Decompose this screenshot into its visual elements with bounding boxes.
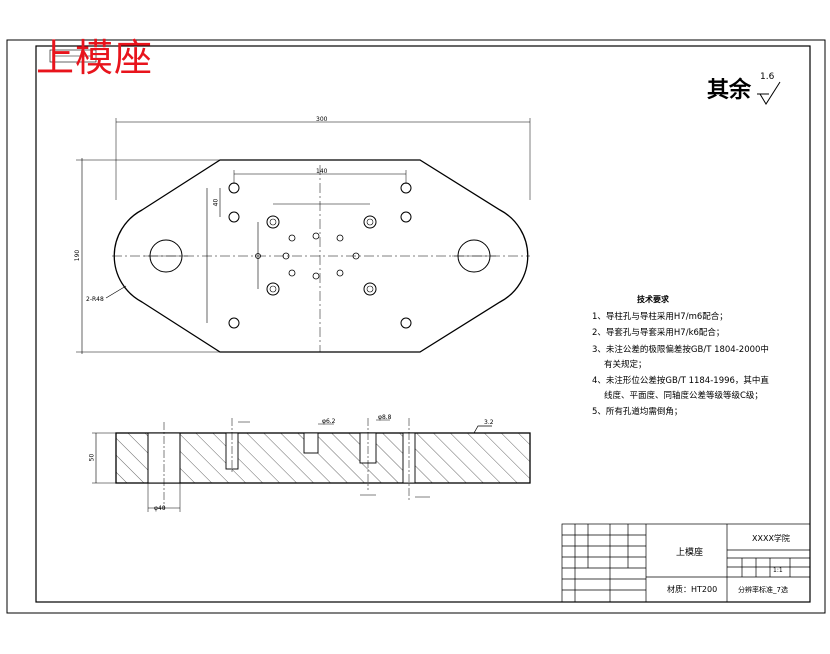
dim-thickness: 50: [88, 453, 96, 462]
tech-req-item: 3、未注公差的极限偏差按GB/T 1804-2000中: [592, 345, 769, 355]
dim-phi-small: φ6.2: [322, 418, 336, 425]
tech-req-item: 1、导柱孔与导柱采用H7/m6配合；: [592, 312, 728, 322]
section-body: [115, 432, 531, 484]
tech-req-item: 2、导套孔与导套采用H7/k6配合；: [592, 328, 725, 338]
part-title-red: 上模座: [36, 36, 154, 80]
dim-hole-pitch: 40: [212, 198, 220, 207]
plan-view: [76, 118, 531, 354]
tech-req-item: 5、所有孔道均需倒角；: [592, 407, 683, 417]
radius-leader: [105, 285, 127, 299]
tech-req-heading: 技术要求: [637, 295, 669, 304]
tb-part-name: 上模座: [676, 548, 704, 558]
tb-material: 材质：HT200: [667, 585, 718, 594]
dim-inner-width: 140: [316, 168, 328, 175]
dim-radius: 2-R48: [86, 296, 104, 303]
corner-label-box: [49, 49, 97, 63]
plate-outline: [113, 159, 529, 353]
roughness-symbol: [759, 81, 781, 105]
dim-phi-pin: φ8.8: [378, 414, 392, 421]
tech-req-item: 有关规定；: [604, 360, 647, 370]
surface-roughness-value: 1.6: [760, 72, 775, 82]
tb-school: XXXX学院: [752, 534, 790, 543]
tech-req-item: 线度、平面度、同轴度公差等级等级C级；: [604, 391, 763, 401]
title-block: [561, 523, 811, 603]
inner-border: [35, 45, 811, 603]
dim-overall-width: 300: [316, 116, 328, 123]
dim-overall-height: 190: [74, 249, 82, 262]
outer-border: [6, 39, 826, 614]
tb-bottom-right: 分辨率标准_7选: [738, 586, 788, 594]
tb-scale: 1:1: [773, 567, 783, 574]
dim-phi-main: φ40: [154, 505, 166, 512]
dim-roughness-section: 3.2: [484, 419, 494, 426]
tech-req-item: 4、未注形位公差按GB/T 1184-1996，其中直: [592, 376, 769, 386]
section-view: [92, 418, 531, 512]
surface-roughness-label: 其余: [707, 78, 752, 103]
